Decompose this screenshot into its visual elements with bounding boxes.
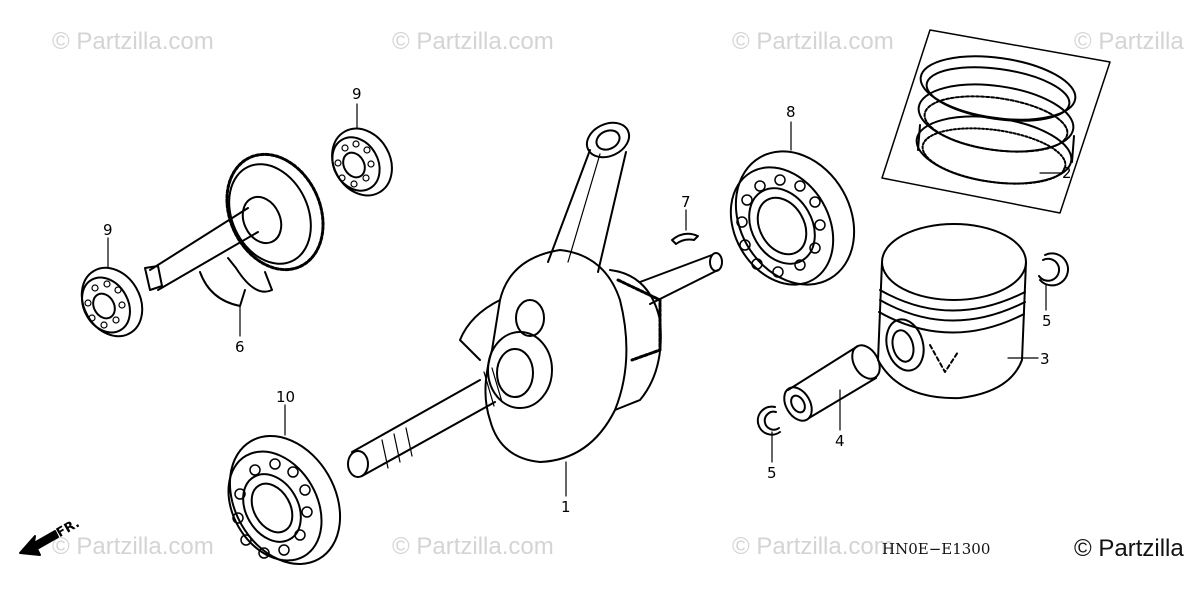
- piston-pin-clip-part-5: [758, 407, 780, 435]
- callout-4: 4: [835, 432, 845, 450]
- watermark: © Partzilla.com: [52, 28, 214, 55]
- callout-8: 8: [786, 103, 796, 121]
- bearing-part-8: [710, 130, 877, 306]
- piston-pin-part-4: [779, 340, 886, 425]
- crankshaft-part-1: [348, 116, 722, 477]
- bearing-part-9: [320, 118, 403, 207]
- balancer-shaft-part-6: [145, 139, 341, 306]
- callout-6: 6: [235, 338, 245, 356]
- callout-10: 10: [276, 388, 296, 406]
- watermark: © Partzilla.com: [732, 533, 894, 560]
- callout-2: 2: [1062, 164, 1072, 182]
- callout-5: 5: [1042, 312, 1052, 330]
- callout-1: 1: [561, 498, 571, 516]
- piston-part-3: [878, 224, 1026, 398]
- callout-3: 3: [1040, 350, 1050, 368]
- callout-9: 9: [103, 221, 113, 239]
- callout-5: 5: [767, 464, 777, 482]
- bearing-part-10: [208, 416, 363, 584]
- piston-rings-part-2: [882, 30, 1110, 213]
- callout-7: 7: [681, 193, 691, 211]
- callout-leader-lines: [108, 104, 1060, 496]
- watermark: © Partzilla: [1074, 28, 1184, 55]
- watermark: © Partzilla.com: [52, 533, 214, 560]
- callout-9: 9: [352, 85, 362, 103]
- copyright-notice: © Partzilla: [1074, 535, 1184, 562]
- woodruff-key-part-7: [672, 234, 698, 244]
- front-direction-arrow-icon: [20, 531, 58, 555]
- bearing-part-9: [70, 257, 154, 347]
- watermark: © Partzilla.com: [392, 533, 554, 560]
- diagram-code: HN0E−E1300: [882, 540, 991, 558]
- watermark: © Partzilla.com: [732, 28, 894, 55]
- watermark: © Partzilla.com: [392, 28, 554, 55]
- piston-pin-clip-part-5: [1039, 253, 1068, 285]
